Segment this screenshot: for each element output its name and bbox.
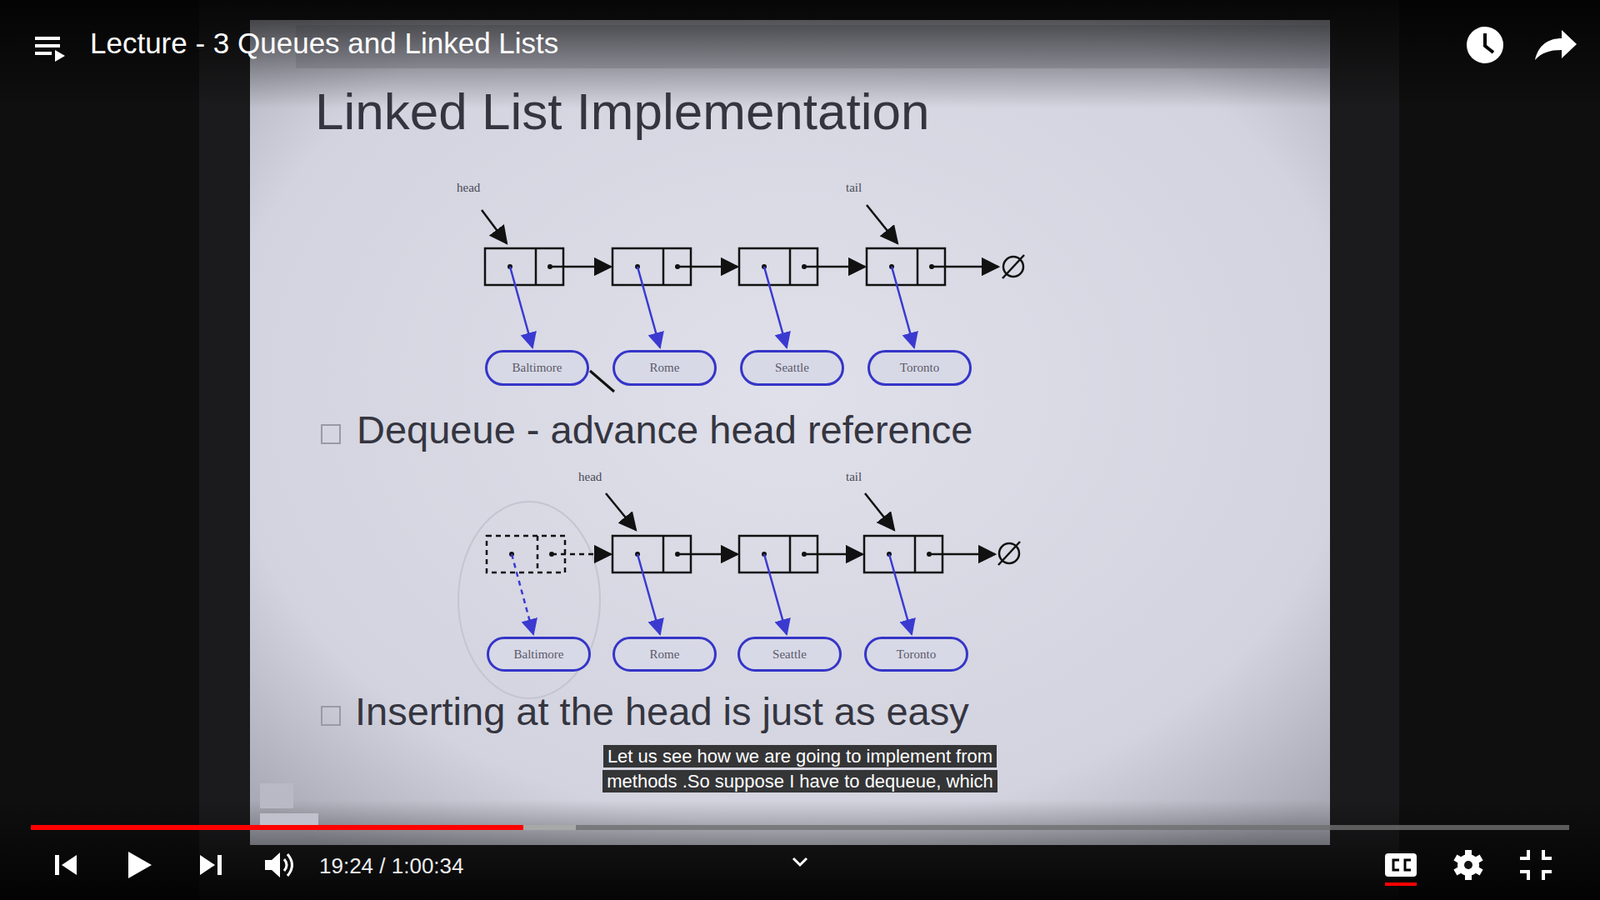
element-name: Baltimore — [512, 360, 563, 375]
bullet-text: Inserting at the head is just as easy — [355, 688, 970, 735]
element-name: Rome — [650, 360, 680, 375]
time-display: 19:24 / 1:00:34 — [319, 853, 464, 880]
subtitle-box: Let us see how we are going to implement… — [575, 744, 1025, 795]
bullet-text: Dequeue - advance head reference — [356, 406, 973, 453]
pointer-label: tail — [845, 470, 862, 485]
element-name: Toronto — [896, 647, 936, 662]
element-oval: Rome — [612, 636, 717, 672]
pointer-label: head — [456, 180, 480, 195]
element-oval: Seattle — [740, 350, 845, 386]
element-oval: Baltimore — [486, 636, 591, 672]
element-oval: Baltimore — [485, 350, 590, 386]
slide-title: Linked List Implementation — [315, 81, 930, 141]
pointer-label: tail — [845, 180, 862, 195]
element-oval: Toronto — [867, 350, 972, 386]
element-name: Seattle — [775, 360, 810, 375]
pointer-label: head — [578, 470, 602, 485]
element-name: Toronto — [900, 360, 940, 375]
element-name: Baltimore — [514, 647, 565, 662]
element-name: Rome — [650, 647, 680, 662]
element-oval: Seattle — [737, 636, 842, 672]
element-oval: Toronto — [864, 636, 969, 672]
subtitle-text: Let us see how we are going to implement… — [602, 745, 998, 793]
element-oval: Rome — [612, 350, 717, 386]
video-title: Lecture - 3 Queues and Linked Lists — [90, 26, 559, 60]
slide — [250, 20, 1330, 845]
element-name: Seattle — [772, 647, 807, 662]
